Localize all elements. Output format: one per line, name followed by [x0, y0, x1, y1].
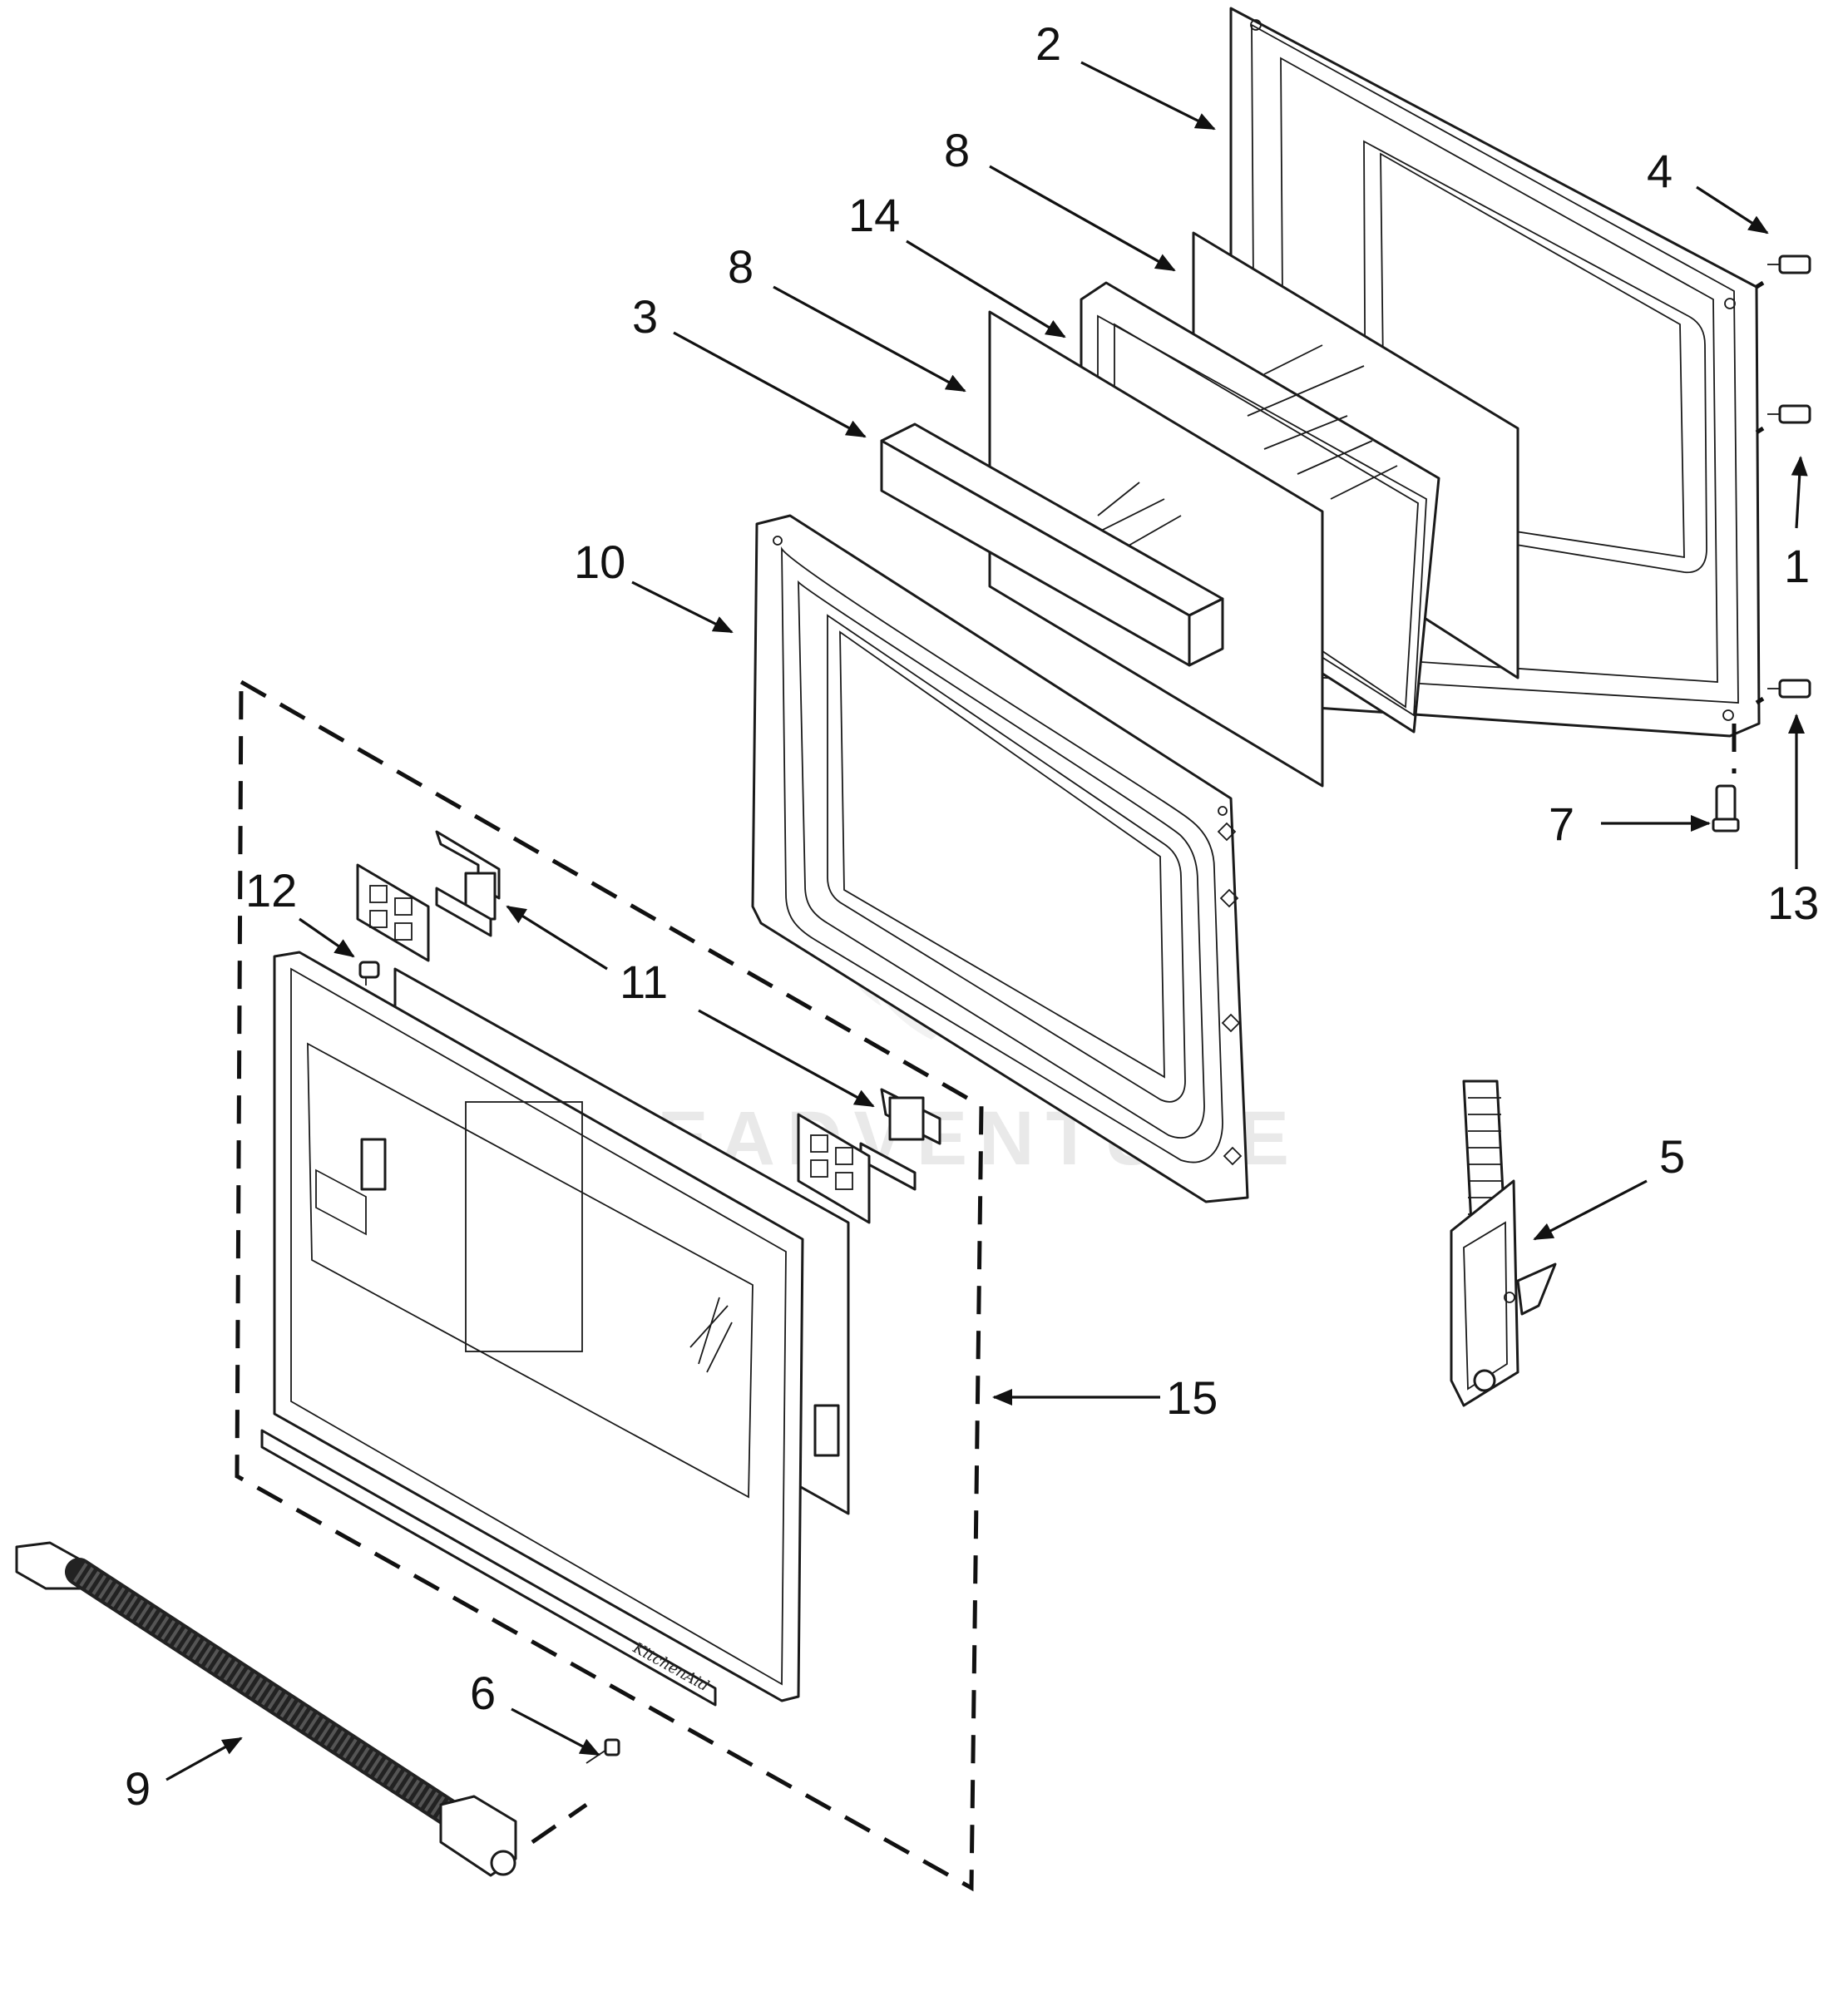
callout-1: 1 — [1784, 540, 1810, 592]
leader-8-lower — [773, 285, 966, 393]
door-bracket-upper — [435, 830, 501, 937]
leader-12 — [299, 917, 355, 958]
screw-6-guide-line — [531, 1802, 588, 1845]
callout-9: 9 — [125, 1762, 151, 1815]
callout-14: 14 — [848, 189, 900, 241]
screw-13 — [1767, 679, 1811, 699]
door-hinge — [1450, 1080, 1557, 1407]
callout-7: 7 — [1549, 798, 1574, 850]
callout-15: 15 — [1166, 1371, 1218, 1424]
door-assembly-boundary — [235, 678, 984, 1892]
callout-2: 2 — [1035, 17, 1061, 70]
leader-10 — [631, 581, 734, 634]
outer-door-panel: KitchenAid — [260, 951, 840, 1707]
callout-8-upper: 8 — [944, 124, 970, 176]
callout-3: 3 — [632, 290, 658, 343]
leader-5 — [1533, 1179, 1648, 1241]
leader-1 — [1791, 456, 1808, 529]
door-handle — [15, 1541, 517, 1877]
callout-8-lower: 8 — [728, 240, 754, 293]
callout-5: 5 — [1659, 1130, 1685, 1183]
leader-6 — [511, 1707, 600, 1756]
leader-11-lower — [698, 1009, 875, 1108]
door-bracket-lower — [859, 1088, 941, 1191]
screw-7 — [1712, 784, 1740, 832]
screw-4 — [1767, 254, 1811, 274]
leader-4 — [1696, 185, 1769, 235]
vent-plate-left — [356, 863, 430, 962]
leader-2 — [1080, 61, 1216, 131]
callout-4: 4 — [1647, 145, 1673, 197]
leader-11-upper — [506, 905, 608, 971]
door-liner-frame — [751, 514, 1249, 1203]
leader-lines — [166, 61, 1808, 1781]
callout-13: 13 — [1767, 877, 1819, 929]
screw-1 — [1767, 404, 1811, 424]
insulation-block — [880, 422, 1224, 667]
leader-9 — [166, 1737, 243, 1781]
callout-labels: 2 8 14 8 3 10 4 1 13 7 12 11 5 15 6 9 — [125, 17, 1819, 1815]
callout-11: 11 — [620, 956, 668, 1008]
vent-plate-right — [797, 1113, 871, 1224]
screw-12 — [358, 961, 380, 986]
callout-10: 10 — [574, 536, 625, 588]
leader-3 — [673, 331, 867, 438]
leader-14 — [906, 240, 1066, 338]
screw-guide-lines — [1732, 280, 1765, 773]
callout-6: 6 — [470, 1667, 496, 1719]
leader-8-upper — [989, 165, 1176, 272]
callout-12: 12 — [245, 864, 297, 916]
